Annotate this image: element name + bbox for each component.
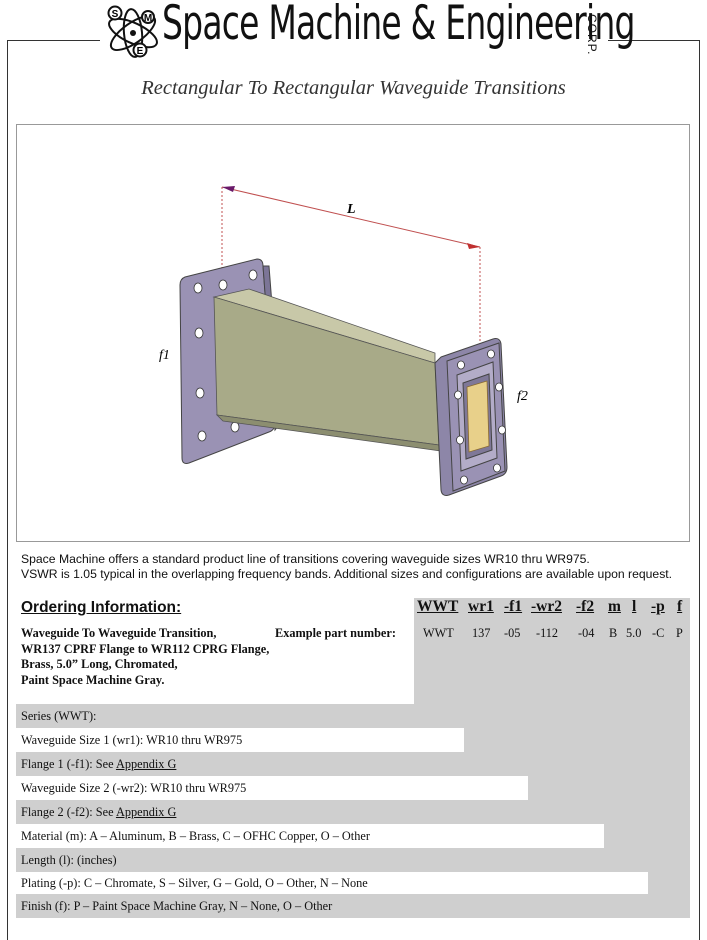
row-text: Waveguide Size 1 (wr1): WR10 thru WR975 <box>21 733 243 747</box>
code-value-f: P <box>676 626 683 640</box>
row-text: Series (WWT): <box>21 709 97 723</box>
row-text: Flange 1 (-f1): See <box>21 757 116 771</box>
flange1-label: f1 <box>159 348 170 363</box>
row-text: Flange 2 (-f2): See <box>21 805 116 819</box>
row-text: Plating (-p): C – Chromate, S – Silver, … <box>21 876 368 890</box>
flange2-label: f2 <box>517 389 528 404</box>
appendix-g-link[interactable]: Appendix G <box>115 757 177 771</box>
length-label: L <box>346 202 356 217</box>
code-header-l: l <box>632 598 637 615</box>
code-value-wr2: -112 <box>536 626 559 640</box>
example-description: Waveguide To Waveguide Transition, WR137… <box>21 626 421 688</box>
desc-line: Brass, 5.0” Long, Chromated, <box>21 657 178 671</box>
row-bg-series <box>16 704 464 728</box>
code-header-wwt: WWT <box>417 598 459 615</box>
code-value-f2: -04 <box>578 626 595 640</box>
row-text: Length (l): (inches) <box>21 853 117 867</box>
waveguide-transition-drawing: L f1 f2 <box>159 186 528 496</box>
row-finish: Finish (f): P – Paint Space Machine Gray… <box>21 899 332 914</box>
example-label: Example part number: <box>275 626 396 640</box>
code-col-f2-bg <box>568 598 604 824</box>
code-col-p-bg <box>648 598 670 896</box>
code-value-l: 5.0 <box>626 626 642 640</box>
row-flange-2: Flange 2 (-f2): See Appendix G <box>21 805 176 820</box>
code-col-m-bg <box>604 598 622 848</box>
desc-line: Paint Space Machine Gray. <box>21 672 165 687</box>
row-text: Finish (f): P – Paint Space Machine Gray… <box>21 899 333 913</box>
code-header-f2: -f2 <box>576 598 595 615</box>
product-figure: L f1 f2 <box>16 124 690 542</box>
code-header-wr2: -wr2 <box>531 598 562 615</box>
code-header-m: m <box>608 598 621 615</box>
code-value-wwt: WWT <box>423 626 454 640</box>
company-corp: CORP. <box>585 14 599 56</box>
code-value-f1: -05 <box>504 626 521 640</box>
code-col-f-bg <box>670 598 690 918</box>
row-bg-flange2 <box>16 800 604 824</box>
code-col-wr2-bg <box>528 598 568 800</box>
intro-line-2: VSWR is 1.05 typical in the overlapping … <box>21 567 673 581</box>
code-header-f1: -f1 <box>504 598 523 615</box>
code-col-l-bg <box>622 598 648 872</box>
company-name: Space Machine & Engineering <box>162 0 635 51</box>
company-logo: S M E Space Machine & Engineering CORP. <box>100 0 635 72</box>
logo-letter-s: S <box>112 9 119 20</box>
appendix-g-link[interactable]: Appendix G <box>115 805 177 819</box>
code-value-wr1: 137 <box>472 626 491 640</box>
code-col-wr1-bg <box>464 598 500 752</box>
page-title: Rectangular To Rectangular Waveguide Tra… <box>141 77 566 99</box>
intro-text: Space Machine offers a standard product … <box>21 552 701 582</box>
code-value-m: B <box>609 626 618 640</box>
row-bg-length <box>16 848 648 872</box>
row-text: Waveguide Size 2 (-wr2): WR10 thru WR975 <box>21 781 247 795</box>
logo-letter-e: E <box>137 46 144 57</box>
row-waveguide-size-1: Waveguide Size 1 (wr1): WR10 thru WR975 <box>21 733 242 748</box>
row-waveguide-size-2: Waveguide Size 2 (-wr2): WR10 thru WR975 <box>21 781 246 796</box>
row-text: Material (m): A – Aluminum, B – Brass, C… <box>21 829 370 843</box>
logo-letter-m: M <box>144 13 152 24</box>
code-col-f1-bg <box>500 598 528 776</box>
row-length: Length (l): (inches) <box>21 853 117 868</box>
intro-line-1: Space Machine offers a standard product … <box>21 552 590 566</box>
row-plating: Plating (-p): C – Chromate, S – Silver, … <box>21 876 368 891</box>
code-value-p: -C <box>652 626 665 640</box>
code-header-p: -p <box>651 598 665 615</box>
code-header-f: f <box>677 598 683 615</box>
row-flange-1: Flange 1 (-f1): See Appendix G <box>21 757 176 772</box>
code-header-wr1: wr1 <box>468 598 494 615</box>
desc-line: Waveguide To Waveguide Transition, <box>21 626 217 640</box>
ordering-title: Ordering Information: <box>21 599 182 616</box>
atom-logo-icon: S M E <box>107 5 158 58</box>
row-series: Series (WWT): <box>21 709 96 724</box>
row-bg-finish <box>16 894 690 918</box>
row-bg-flange1 <box>16 752 528 776</box>
row-material: Material (m): A – Aluminum, B – Brass, C… <box>21 829 370 844</box>
desc-line: WR137 CPRF Flange to WR112 CPRG Flange, <box>21 641 270 656</box>
